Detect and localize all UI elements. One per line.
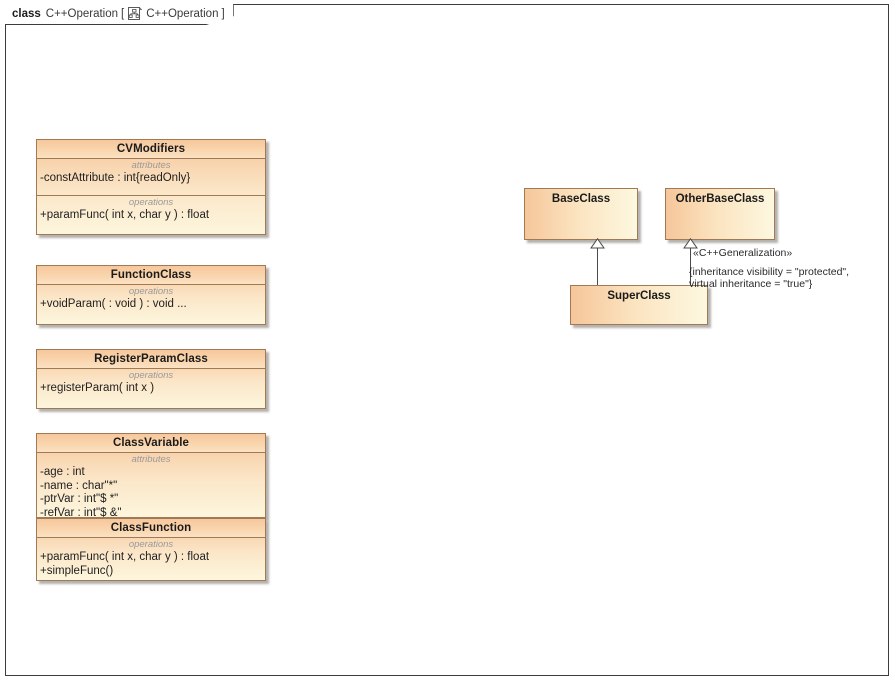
class-box-classfunction[interactable]: ClassFunction operations +paramFunc( int…	[36, 518, 266, 581]
operations-compartment-classfunction: operations +paramFunc( int x, char y ) :…	[37, 538, 265, 580]
class-title-baseclass: BaseClass	[551, 193, 611, 205]
bracket-open: [	[121, 8, 125, 20]
class-box-registerparamclass[interactable]: RegisterParamClass operations +registerP…	[36, 349, 266, 409]
class-box-classvariable[interactable]: ClassVariable attributes -age : int -nam…	[36, 433, 266, 519]
class-title-classvariable: ClassVariable	[37, 434, 265, 453]
generalization-constraint-line2: virtual inheritance = "true"}	[689, 278, 813, 290]
attribute-item[interactable]: -ptrVar : int"$ *"	[40, 493, 119, 505]
operations-label: operations	[128, 539, 174, 550]
diagram-title-tab[interactable]: class C++Operation [ C++Operation ]	[5, 4, 234, 25]
class-diagram-icon	[128, 7, 143, 21]
class-title-superclass: SuperClass	[607, 290, 671, 302]
attributes-label: attributes	[131, 160, 171, 171]
operations-label: operations	[128, 197, 174, 208]
attribute-item[interactable]: -constAttribute : int{readOnly}	[40, 172, 191, 184]
generalization-constraint-line1: {inheritance visibility = "protected",	[689, 266, 850, 278]
operations-compartment-registerparamclass: operations +registerParam( int x )	[37, 369, 265, 398]
operations-label: operations	[128, 286, 174, 297]
operation-item[interactable]: +voidParam( : void ) : void ...	[40, 298, 187, 310]
class-box-superclass[interactable]: SuperClass	[570, 285, 708, 325]
generalization-stereotype: «C++Generalization»	[693, 247, 793, 259]
class-box-functionclass[interactable]: FunctionClass operations +voidParam( : v…	[36, 265, 266, 325]
class-box-baseclass[interactable]: BaseClass	[524, 188, 638, 240]
diagram-icon-label: C++Operation	[146, 8, 219, 20]
attribute-item[interactable]: -refVar : int"$ &"	[40, 506, 122, 519]
class-title-classfunction: ClassFunction	[37, 519, 265, 538]
attributes-compartment-cvmodifiers: attributes -constAttribute : int{readOnl…	[37, 159, 265, 196]
operation-item[interactable]: +paramFunc( int x, char y ) : float	[40, 209, 210, 221]
class-title-cvmodifiers: CVModifiers	[37, 140, 265, 159]
diagram-name-label: C++Operation	[45, 8, 119, 20]
attribute-item[interactable]: -age : int	[40, 466, 85, 478]
class-title-functionclass: FunctionClass	[37, 266, 265, 285]
generalization-line-otherbaseclass[interactable]	[690, 247, 691, 285]
operation-item[interactable]: +registerParam( int x )	[40, 382, 155, 394]
class-box-otherbaseclass[interactable]: OtherBaseClass	[665, 188, 775, 240]
class-title-otherbaseclass: OtherBaseClass	[675, 193, 765, 205]
class-title-registerparamclass: RegisterParamClass	[37, 350, 265, 369]
class-box-cvmodifiers[interactable]: CVModifiers attributes -constAttribute :…	[36, 139, 266, 235]
generalization-line-baseclass[interactable]	[597, 247, 598, 285]
bracket-close: ]	[221, 8, 225, 20]
attribute-item[interactable]: -name : char"*"	[40, 479, 118, 492]
attributes-compartment-classvariable: attributes -age : int -name : char"*" -p…	[37, 453, 265, 522]
operations-compartment-cvmodifiers: operations +paramFunc( int x, char y ) :…	[37, 196, 265, 225]
diagram-kind-label: class	[12, 8, 41, 20]
operation-item[interactable]: +simpleFunc()	[40, 564, 114, 577]
operations-label: operations	[128, 370, 174, 381]
operation-item[interactable]: +paramFunc( int x, char y ) : float	[40, 551, 210, 563]
operations-compartment-functionclass: operations +voidParam( : void ) : void .…	[37, 285, 265, 314]
attributes-label: attributes	[131, 454, 171, 465]
